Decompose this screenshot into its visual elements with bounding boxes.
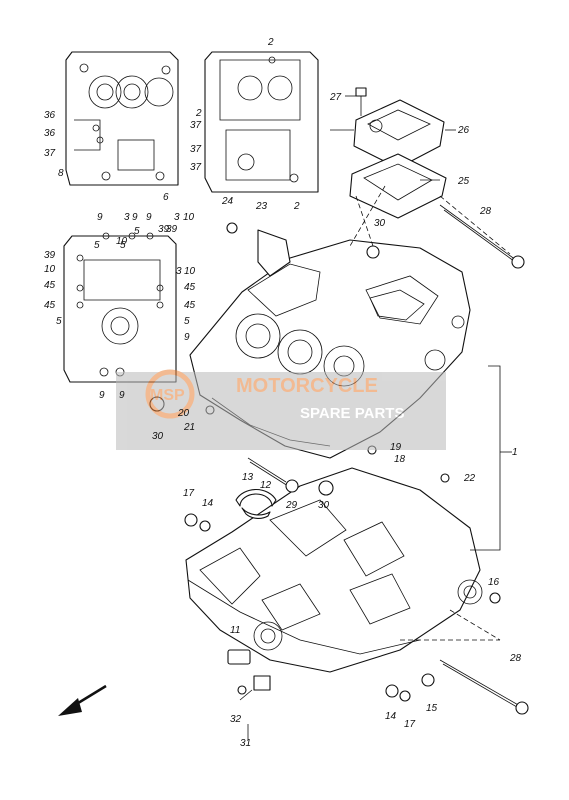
callout-32: 32 (230, 714, 242, 725)
cover-bolt (355, 87, 367, 116)
long-stud-bolt-top (439, 204, 525, 269)
callout-14: 14 (202, 498, 214, 509)
callout-2: 2 (195, 108, 202, 119)
callout-30: 30 (318, 500, 330, 511)
bearing-12 (235, 489, 277, 519)
callout-2: 2 (293, 201, 300, 212)
callout-5: 5 (120, 240, 126, 251)
callout-3: 3 (176, 266, 182, 277)
bolt-13 (247, 457, 299, 493)
callout-5: 5 (184, 316, 190, 327)
callout-8: 8 (58, 168, 64, 179)
callout-10: 10 (44, 264, 56, 275)
callout-9: 9 (99, 390, 105, 401)
callout-6: 6 (163, 192, 169, 203)
callout-28: 28 (479, 206, 492, 217)
callout-11: 11 (230, 625, 240, 636)
callout-29: 29 (285, 500, 298, 511)
upper-crankcase-detail-left (65, 51, 179, 186)
lower-crankcase-half (185, 467, 483, 673)
callout-37: 37 (190, 120, 202, 131)
screw-24 (226, 222, 238, 234)
callout-5: 5 (134, 226, 140, 237)
callout-10: 10 (183, 212, 195, 223)
callout-20: 20 (177, 408, 190, 419)
callout-2: 2 (267, 37, 274, 48)
callout-45: 45 (44, 300, 56, 311)
callout-9: 9 (132, 212, 138, 223)
callout-37: 37 (190, 144, 202, 155)
callout-14: 14 (385, 711, 397, 722)
cover-gasket (349, 153, 447, 219)
watermark: MSP MOTORCYCLE SPARE PARTS (116, 369, 446, 450)
callout-3: 3 (124, 212, 130, 223)
upper-crankcase-detail-right (204, 51, 319, 193)
long-stud-bolt-bottom (439, 659, 529, 715)
callout-30: 30 (152, 431, 164, 442)
callout-37: 37 (44, 148, 56, 159)
callout-labels: 2 2 2 36 36 37 37 37 37 8 6 9 3 9 9 3 10… (44, 37, 522, 749)
callout-45: 45 (184, 300, 196, 311)
callout-9: 9 (146, 212, 152, 223)
callout-39: 39 (44, 250, 56, 261)
callout-15: 15 (426, 703, 438, 714)
callout-37: 37 (190, 162, 202, 173)
oil-filter-fitting-11 (227, 649, 251, 665)
callout-23: 23 (255, 201, 268, 212)
callout-10: 10 (184, 266, 196, 277)
callout-9: 9 (97, 212, 103, 223)
callout-10: 10 (116, 236, 128, 247)
arrow-down-left-icon (58, 684, 107, 716)
callout-3: 3 (174, 212, 180, 223)
oil-pressure-switch-31 (237, 675, 271, 695)
callout-31: 31 (240, 738, 251, 749)
callout-39: 39 (166, 224, 178, 235)
callout-16: 16 (488, 577, 500, 588)
callout-36: 36 (44, 128, 56, 139)
callout-45: 45 (184, 282, 196, 293)
callout-5: 5 (56, 316, 62, 327)
callout-24: 24 (221, 196, 234, 207)
oil-pan-cover (353, 99, 445, 169)
callout-28: 28 (509, 653, 522, 664)
callout-13: 13 (242, 472, 254, 483)
breather-plate (257, 229, 291, 277)
watermark-brand: MSP (150, 387, 185, 404)
leader-lines (239, 95, 512, 740)
watermark-line2: SPARE PARTS (300, 405, 404, 422)
callout-9: 9 (119, 390, 125, 401)
callout-39: 39 (158, 224, 170, 235)
lower-crankcase-detail-left (63, 232, 177, 383)
callout-1: 1 (512, 447, 518, 458)
callout-5: 5 (94, 240, 100, 251)
callout-17: 17 (404, 719, 416, 730)
plug-15-16 (421, 592, 501, 687)
watermark-line1: MOTORCYCLE (236, 375, 378, 397)
callout-19: 19 (390, 442, 402, 453)
callout-9: 9 (184, 332, 190, 343)
callout-36: 36 (44, 110, 56, 121)
callout-17: 17 (183, 488, 195, 499)
callout-27: 27 (329, 92, 342, 103)
callout-30: 30 (374, 218, 386, 229)
callout-45: 45 (44, 280, 56, 291)
callout-22: 22 (463, 473, 476, 484)
callout-18: 18 (394, 454, 406, 465)
callout-12: 12 (260, 480, 272, 491)
plug-17-14 (184, 513, 411, 702)
callout-25: 25 (457, 176, 470, 187)
callout-26: 26 (457, 125, 470, 136)
callout-21: 21 (183, 422, 195, 433)
